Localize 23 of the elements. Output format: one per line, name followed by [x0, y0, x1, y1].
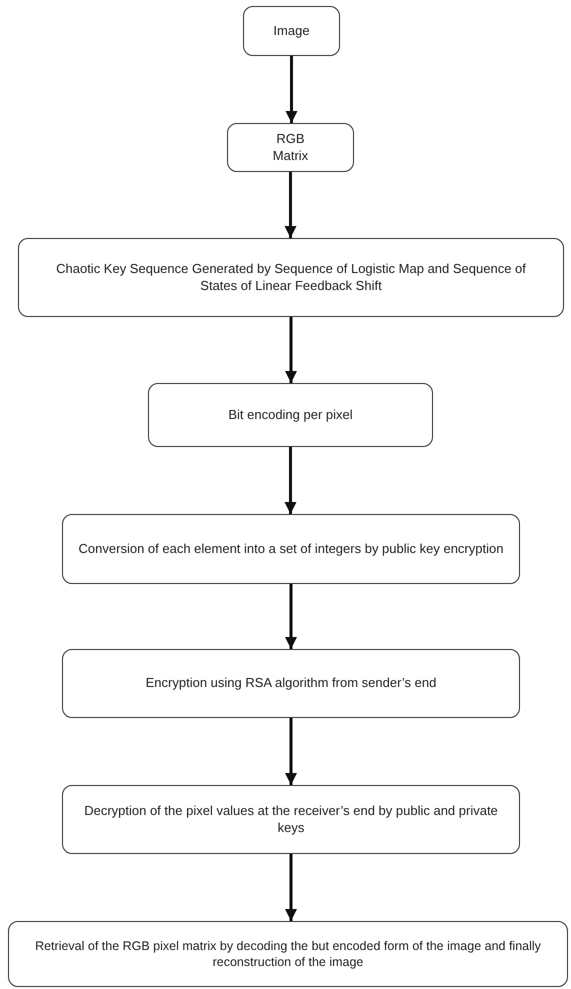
process-box [62, 785, 520, 854]
step-text: Chaotic Key Sequence Generated by Sequence of Logistic Map and Sequence of States of Linear Feedback Shift [55, 260, 527, 294]
step-text: RGB Matrix [272, 130, 310, 164]
arrow [285, 584, 297, 649]
step-text: Conversion of each element into a set of integers by public key encryption [78, 540, 504, 558]
step-text: Encryption using RSA algorithm from sender’s end [146, 675, 436, 692]
arrow [284, 172, 296, 238]
step-text: Retrieval of the RGB pixel matrix by decoding the but encoded form of the image and finally reconstruction of the image [34, 938, 542, 970]
step-text: Decryption of the pixel values at the receiver’s end by public and private keys [83, 802, 499, 836]
arrow [285, 317, 297, 383]
process-box [62, 514, 520, 584]
arrow [285, 718, 297, 785]
process-box [227, 123, 354, 172]
arrow [286, 56, 298, 123]
arrow [285, 854, 297, 921]
process-box [62, 649, 520, 718]
step-text: Bit encoding per pixel [228, 406, 353, 424]
process-box [8, 921, 568, 987]
arrow [284, 447, 296, 514]
step-text: Image [273, 22, 310, 40]
process-box [18, 238, 564, 317]
process-box [243, 6, 340, 56]
process-box [148, 383, 433, 447]
